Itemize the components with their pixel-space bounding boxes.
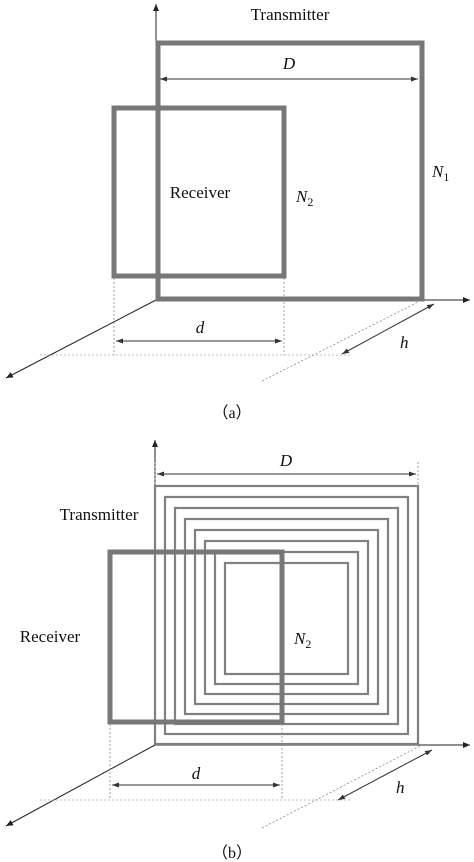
transmitter-turn [153,484,420,746]
panel-a: D Transmitter Receiver N1 N2 d h （a） [5,4,470,422]
d-label: d [196,318,205,337]
receiver-coil-b [107,549,285,725]
transmitter-turn [223,561,350,676]
panel-b: D Transmitter Receiver N2 d h （b） [5,440,470,862]
d-label-b: d [192,764,201,783]
caption-a: （a） [212,404,251,422]
transmitter-turn [183,517,390,716]
h-projection-line [261,299,423,382]
h-label: h [400,333,409,352]
transmitter-turn [193,528,380,706]
transmitter-turn [163,495,410,736]
D-label: D [282,54,296,73]
transmitter-label-b: Transmitter [60,505,139,524]
transmitter-turn [173,506,400,726]
caption-b: （b） [212,844,252,862]
receiver-label-b: Receiver [20,627,81,646]
receiver-coil [111,105,287,279]
y-axis-b [5,744,156,827]
h-dimension-line-b [337,749,433,801]
N2-label: N2 [295,187,313,209]
y-axis [5,299,157,379]
N2-label-b: N2 [293,629,311,651]
transmitter-turn [203,539,370,696]
transmitter-coil-turns [153,484,420,746]
D-label-b: D [279,451,293,470]
receiver-label: Receiver [170,183,231,202]
transmitter-label: Transmitter [251,5,330,24]
h-label-b: h [396,778,405,797]
N1-label: N1 [431,162,449,184]
h-dimension-line [341,303,435,355]
transmitter-coil [155,40,425,302]
transmitter-turn [213,550,360,686]
